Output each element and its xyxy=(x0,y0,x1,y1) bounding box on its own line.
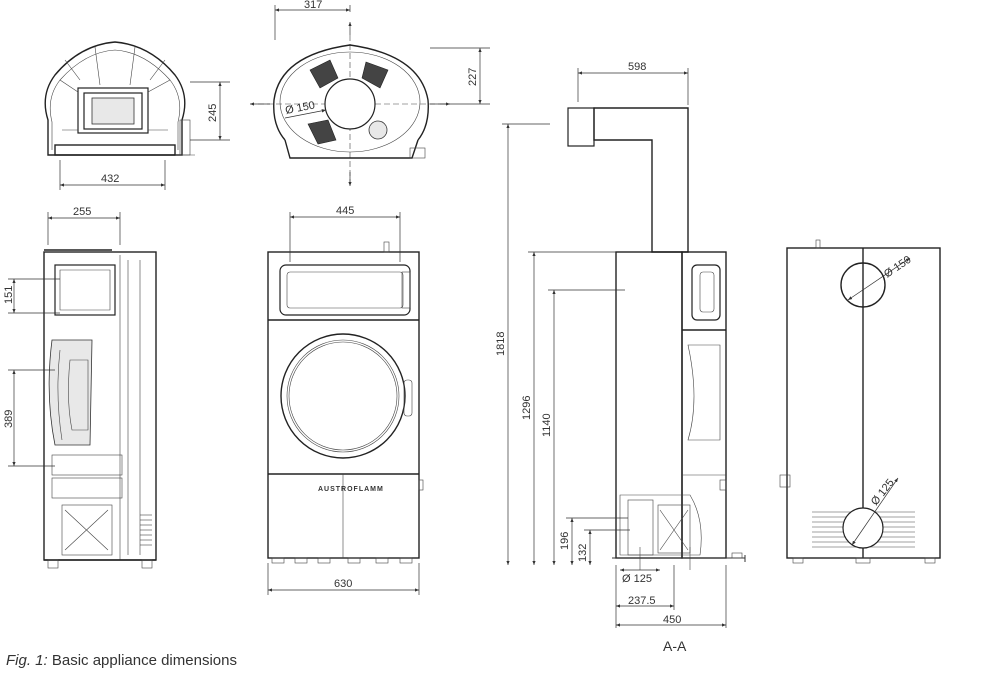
label-450: 450 xyxy=(663,614,681,626)
top-head-view xyxy=(44,41,195,156)
dim-section-1140: 1140 xyxy=(541,289,625,565)
label-630: 630 xyxy=(334,578,352,590)
label-1818: 1818 xyxy=(495,332,507,356)
dim-side-top: 255 xyxy=(47,206,121,245)
label-227: 227 xyxy=(467,68,479,86)
label-245: 245 xyxy=(207,104,219,122)
label-151: 151 xyxy=(3,286,15,304)
label-1140: 1140 xyxy=(541,413,553,437)
brand-label: AUSTROFLAMM xyxy=(318,486,384,493)
rear-view: Ø 150 Ø 125 xyxy=(779,239,941,564)
label-598: 598 xyxy=(628,61,646,73)
dim-section-132: 132 xyxy=(577,529,630,565)
plan-view xyxy=(250,22,450,186)
label-389: 389 xyxy=(3,410,15,428)
label-317: 317 xyxy=(304,0,322,11)
section-label: A-A xyxy=(663,638,687,654)
label-196: 196 xyxy=(559,532,571,550)
dim-section-1296: 1296 xyxy=(521,251,616,565)
dim-plan-depth: 227 xyxy=(430,47,490,105)
dim-section-pipe: Ø 125 xyxy=(620,568,660,585)
dim-front-top: 445 xyxy=(289,205,401,262)
dim-section-top: 598 xyxy=(577,61,689,105)
caption-label: Fig. 1: xyxy=(6,652,48,669)
dim-section-1818: 1818 xyxy=(495,123,550,565)
label-1296: 1296 xyxy=(521,396,533,420)
dim-top-width: 432 xyxy=(59,160,166,190)
figure-caption: Fig. 1: Basic appliance dimensions xyxy=(6,652,237,669)
label-2375: 237.5 xyxy=(628,595,656,607)
label-255: 255 xyxy=(73,206,91,218)
label-plan-pipe: Ø 150 xyxy=(284,99,316,116)
front-view: AUSTROFLAMM xyxy=(267,241,424,564)
caption-text: Basic appliance dimensions xyxy=(51,652,237,669)
label-section-pipe: Ø 125 xyxy=(622,573,652,585)
dim-section-450: 450 xyxy=(616,565,727,628)
dim-side-151: 151 xyxy=(3,278,60,314)
section-view xyxy=(567,107,746,570)
label-rear-pipe-top: Ø 150 xyxy=(882,254,914,281)
dim-plan-width: 317 xyxy=(274,0,351,40)
dim-side-389: 389 xyxy=(3,369,55,467)
label-432: 432 xyxy=(101,173,119,185)
dim-front-width: 630 xyxy=(267,563,420,595)
dim-section-2375: 237.5 xyxy=(615,565,675,628)
dim-plan-pipe: Ø 150 xyxy=(284,99,327,119)
label-132: 132 xyxy=(577,544,589,562)
dim-section-196: 196 xyxy=(559,517,628,565)
dim-top-depth: 245 xyxy=(190,81,230,141)
label-445: 445 xyxy=(336,205,354,217)
side-section-view xyxy=(43,249,157,569)
label-rear-pipe-bottom: Ø 125 xyxy=(869,477,897,508)
